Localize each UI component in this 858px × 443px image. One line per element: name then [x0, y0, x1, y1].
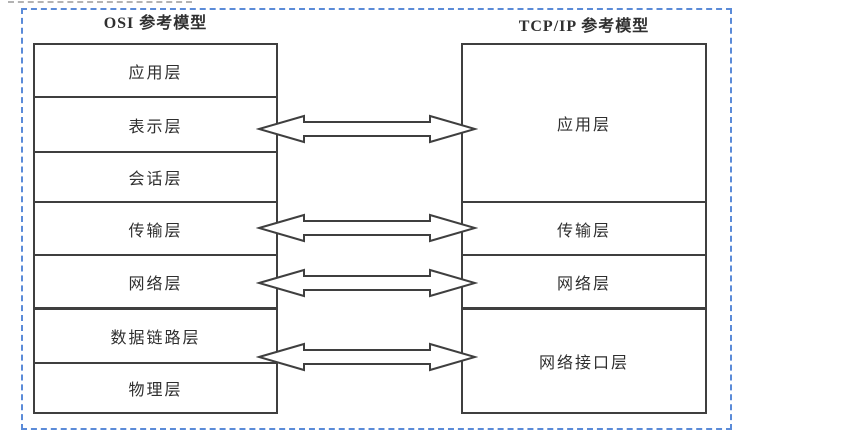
tcpip-model-title: TCP/IP 参考模型	[518, 18, 650, 35]
osi-layer-application: 应用层	[128, 64, 183, 82]
osi-model-title: OSI 参考模型	[103, 15, 208, 32]
selection-border	[21, 8, 732, 430]
osi-layer-stack: 应用层 表示层 会话层 传输层 网络层 数据链路层 物理层	[33, 43, 278, 414]
tcpip-layer-network: 网络层	[463, 254, 705, 307]
osi-layer-presentation: 表示层	[35, 96, 276, 151]
tcpip-layer-stack: 应用层 传输层 网络层 网络接口层	[461, 43, 707, 414]
osi-layer-physical: 物理层	[35, 362, 276, 412]
selection-dash-fragment	[8, 1, 192, 3]
tcpip-layer-network-interface: 网络接口层	[463, 307, 705, 412]
double-arrow-transport-icon	[256, 213, 478, 243]
double-arrow-network-icon	[256, 268, 478, 298]
tcpip-layer-transport: 传输层	[463, 201, 705, 254]
double-arrow-datalink-interface-icon	[256, 342, 478, 372]
osi-layer-transport: 传输层	[35, 201, 276, 254]
double-arrow-presentation-application-icon	[256, 114, 478, 144]
tcpip-layer-application: 应用层	[556, 117, 611, 134]
osi-layer-network: 网络层	[35, 254, 276, 307]
osi-layer-datalink: 数据链路层	[35, 307, 276, 362]
osi-layer-session: 会话层	[35, 151, 276, 201]
